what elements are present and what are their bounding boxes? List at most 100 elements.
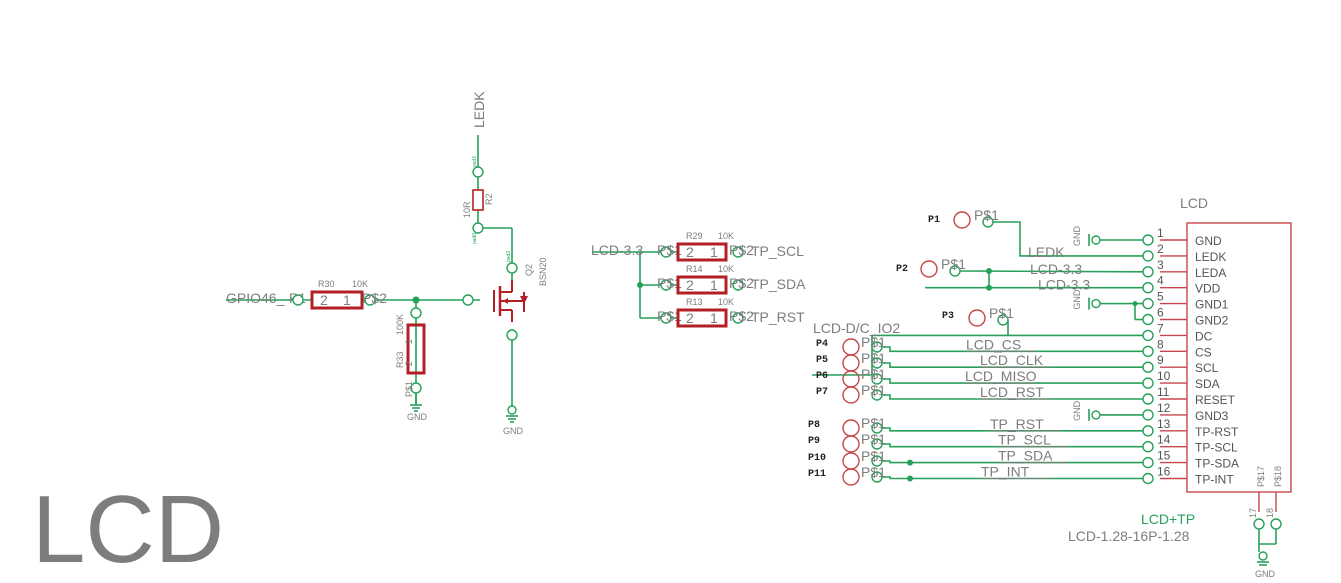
pin-circle — [364, 294, 376, 306]
pad-pin-label: P$1 — [941, 256, 966, 272]
connector-pin-circle — [1142, 393, 1154, 405]
resistor-r30 — [310, 290, 364, 310]
svg-text:pad2: pad2 — [506, 251, 512, 262]
lcd-connector-section: LCD 1GND2LEDK3LEDA4VDD5GND16GND27DC8CS9S… — [808, 195, 1292, 579]
gnd-symbol: GND — [503, 405, 524, 436]
connector-pin-circle — [1142, 409, 1154, 421]
svg-text:10K: 10K — [718, 264, 734, 274]
r30-name: R30 — [318, 279, 335, 289]
connector-pin-name: SDA — [1195, 377, 1220, 391]
connector-pin-name: GND3 — [1195, 409, 1229, 423]
svg-text:10K: 10K — [718, 297, 734, 307]
pad-pin-circle — [997, 314, 1009, 326]
pad-pin-label: P$1 — [861, 382, 886, 398]
connector-pin-circle — [1142, 377, 1154, 389]
pad-pin-label: P$1 — [861, 350, 886, 366]
pad-pin-label: P$1 — [974, 207, 999, 223]
net-wire-label: LCD_RST — [980, 384, 1044, 400]
q2-value: BSN20 — [538, 257, 548, 286]
pad-pin-circle — [871, 341, 883, 353]
r30-value: 10K — [352, 279, 368, 289]
r2-name: R2 — [484, 193, 494, 205]
resistor-r2 — [472, 189, 484, 211]
connector-pin-circle — [1142, 345, 1154, 357]
pad-pin-circle — [871, 455, 883, 467]
connector-pin-name: LEDA — [1195, 266, 1226, 280]
pullup-resistors: LCD-3.3 P$1 R29 10K 2 1 P$2 TP_SCL P$1 R… — [591, 231, 806, 328]
test-pad-label: P11 — [808, 469, 826, 480]
test-pad-label: P2 — [896, 264, 908, 275]
test-pad-label: P7 — [816, 387, 828, 398]
connector-pin-number: 1 — [1157, 226, 1164, 240]
gnd-stub-label: GND — [1072, 226, 1082, 247]
gnd-symbol: GND — [407, 393, 428, 422]
backlight-driver: GPIO46_ P1 R30 10K 2 1 P$2 R33 100K 1 2 … — [226, 91, 548, 436]
r33-pad: P$1 — [404, 381, 414, 397]
test-pad-circle — [920, 260, 938, 278]
pad-pin-circle — [871, 471, 883, 483]
net-wire-label: LCD_CLK — [980, 352, 1044, 368]
net-wire-label: LEDK — [1028, 244, 1065, 260]
connector-pin-number: 5 — [1157, 290, 1164, 304]
connector-pin-name: LEDK — [1195, 250, 1226, 264]
part-name: LCD+TP — [1141, 511, 1195, 527]
test-pad-circle — [968, 309, 986, 327]
pin-circle — [410, 307, 422, 319]
svg-text:2: 2 — [686, 310, 694, 326]
resistor-r33 — [406, 323, 426, 375]
connector-pin-name: TP-INT — [1195, 473, 1234, 487]
connector-pin-number: 16 — [1157, 465, 1171, 479]
connector-pin-number: 7 — [1157, 321, 1164, 335]
connector-pin-name: VDD — [1195, 282, 1221, 296]
test-pad-circle — [842, 452, 860, 470]
net-tp-sda: TP_SDA — [751, 276, 806, 292]
gnd-stub-circle — [1091, 298, 1101, 309]
svg-text:10K: 10K — [718, 231, 734, 241]
bus-label: LCD-D/C_IO2 — [813, 320, 900, 336]
pad-pin-circle — [982, 216, 994, 228]
net-wire-label: TP_RST — [990, 416, 1044, 432]
test-pad-circle — [842, 419, 860, 437]
connector-pin-name: TP-SDA — [1195, 457, 1239, 471]
connector-pin-circle — [1142, 282, 1154, 294]
svg-text:P$2: P$2 — [729, 275, 754, 291]
test-pad-label: P9 — [808, 436, 820, 447]
net-wire-label: TP_SCL — [998, 432, 1051, 448]
r33-value: 100K — [395, 314, 405, 335]
connector-pin-name: TP-SCL — [1195, 441, 1238, 455]
svg-text:17: 17 — [1248, 508, 1258, 518]
svg-text:P$2: P$2 — [729, 242, 754, 258]
test-pad-circle — [842, 370, 860, 388]
test-pad-label: P3 — [942, 311, 954, 322]
connector-pin-circle — [1142, 361, 1154, 373]
r30-pin-b: 1 — [343, 292, 351, 308]
pad-pin-label: P$1 — [861, 448, 886, 464]
svg-text:2: 2 — [686, 277, 694, 293]
connector-pin-number: 3 — [1157, 258, 1164, 272]
connector-pin-circle — [1142, 234, 1154, 246]
net-wire-label: LCD-3.3 — [1038, 277, 1090, 293]
connector-pin-circle — [1142, 441, 1154, 453]
connector-pin-number: 9 — [1157, 353, 1164, 367]
sheet-title: LCD — [32, 476, 224, 583]
input-net-label: GPIO46_ — [226, 290, 285, 306]
pad-pin-circle — [871, 357, 883, 369]
connector-pin-number: 6 — [1157, 306, 1164, 320]
pad-pin-circle — [871, 389, 883, 401]
connector-pin-name: DC — [1195, 329, 1213, 343]
resistor-r13: P$1 R13 10K 2 1 P$2 TP_RST — [657, 297, 805, 328]
ledk-net-label: LEDK — [471, 91, 487, 128]
junction-dot — [907, 475, 913, 482]
net-wire — [812, 334, 1008, 376]
net-tp-rst: TP_RST — [751, 309, 805, 325]
q2-name: Q2 — [524, 264, 534, 276]
junction-dot — [907, 459, 913, 466]
pad-pin-label: P$1 — [861, 334, 886, 350]
test-pad-circle — [842, 338, 860, 356]
net-wire-label: LCD_MISO — [965, 368, 1037, 384]
connector-pins: 1GND2LEDK3LEDA4VDD5GND16GND27DC8CS9SCL10… — [1142, 226, 1239, 487]
test-pad-circle — [842, 386, 860, 404]
connector-pin-name: GND — [1195, 234, 1222, 248]
pad-pin-label: P$1 — [861, 464, 886, 480]
test-pad-label: P1 — [928, 215, 940, 226]
